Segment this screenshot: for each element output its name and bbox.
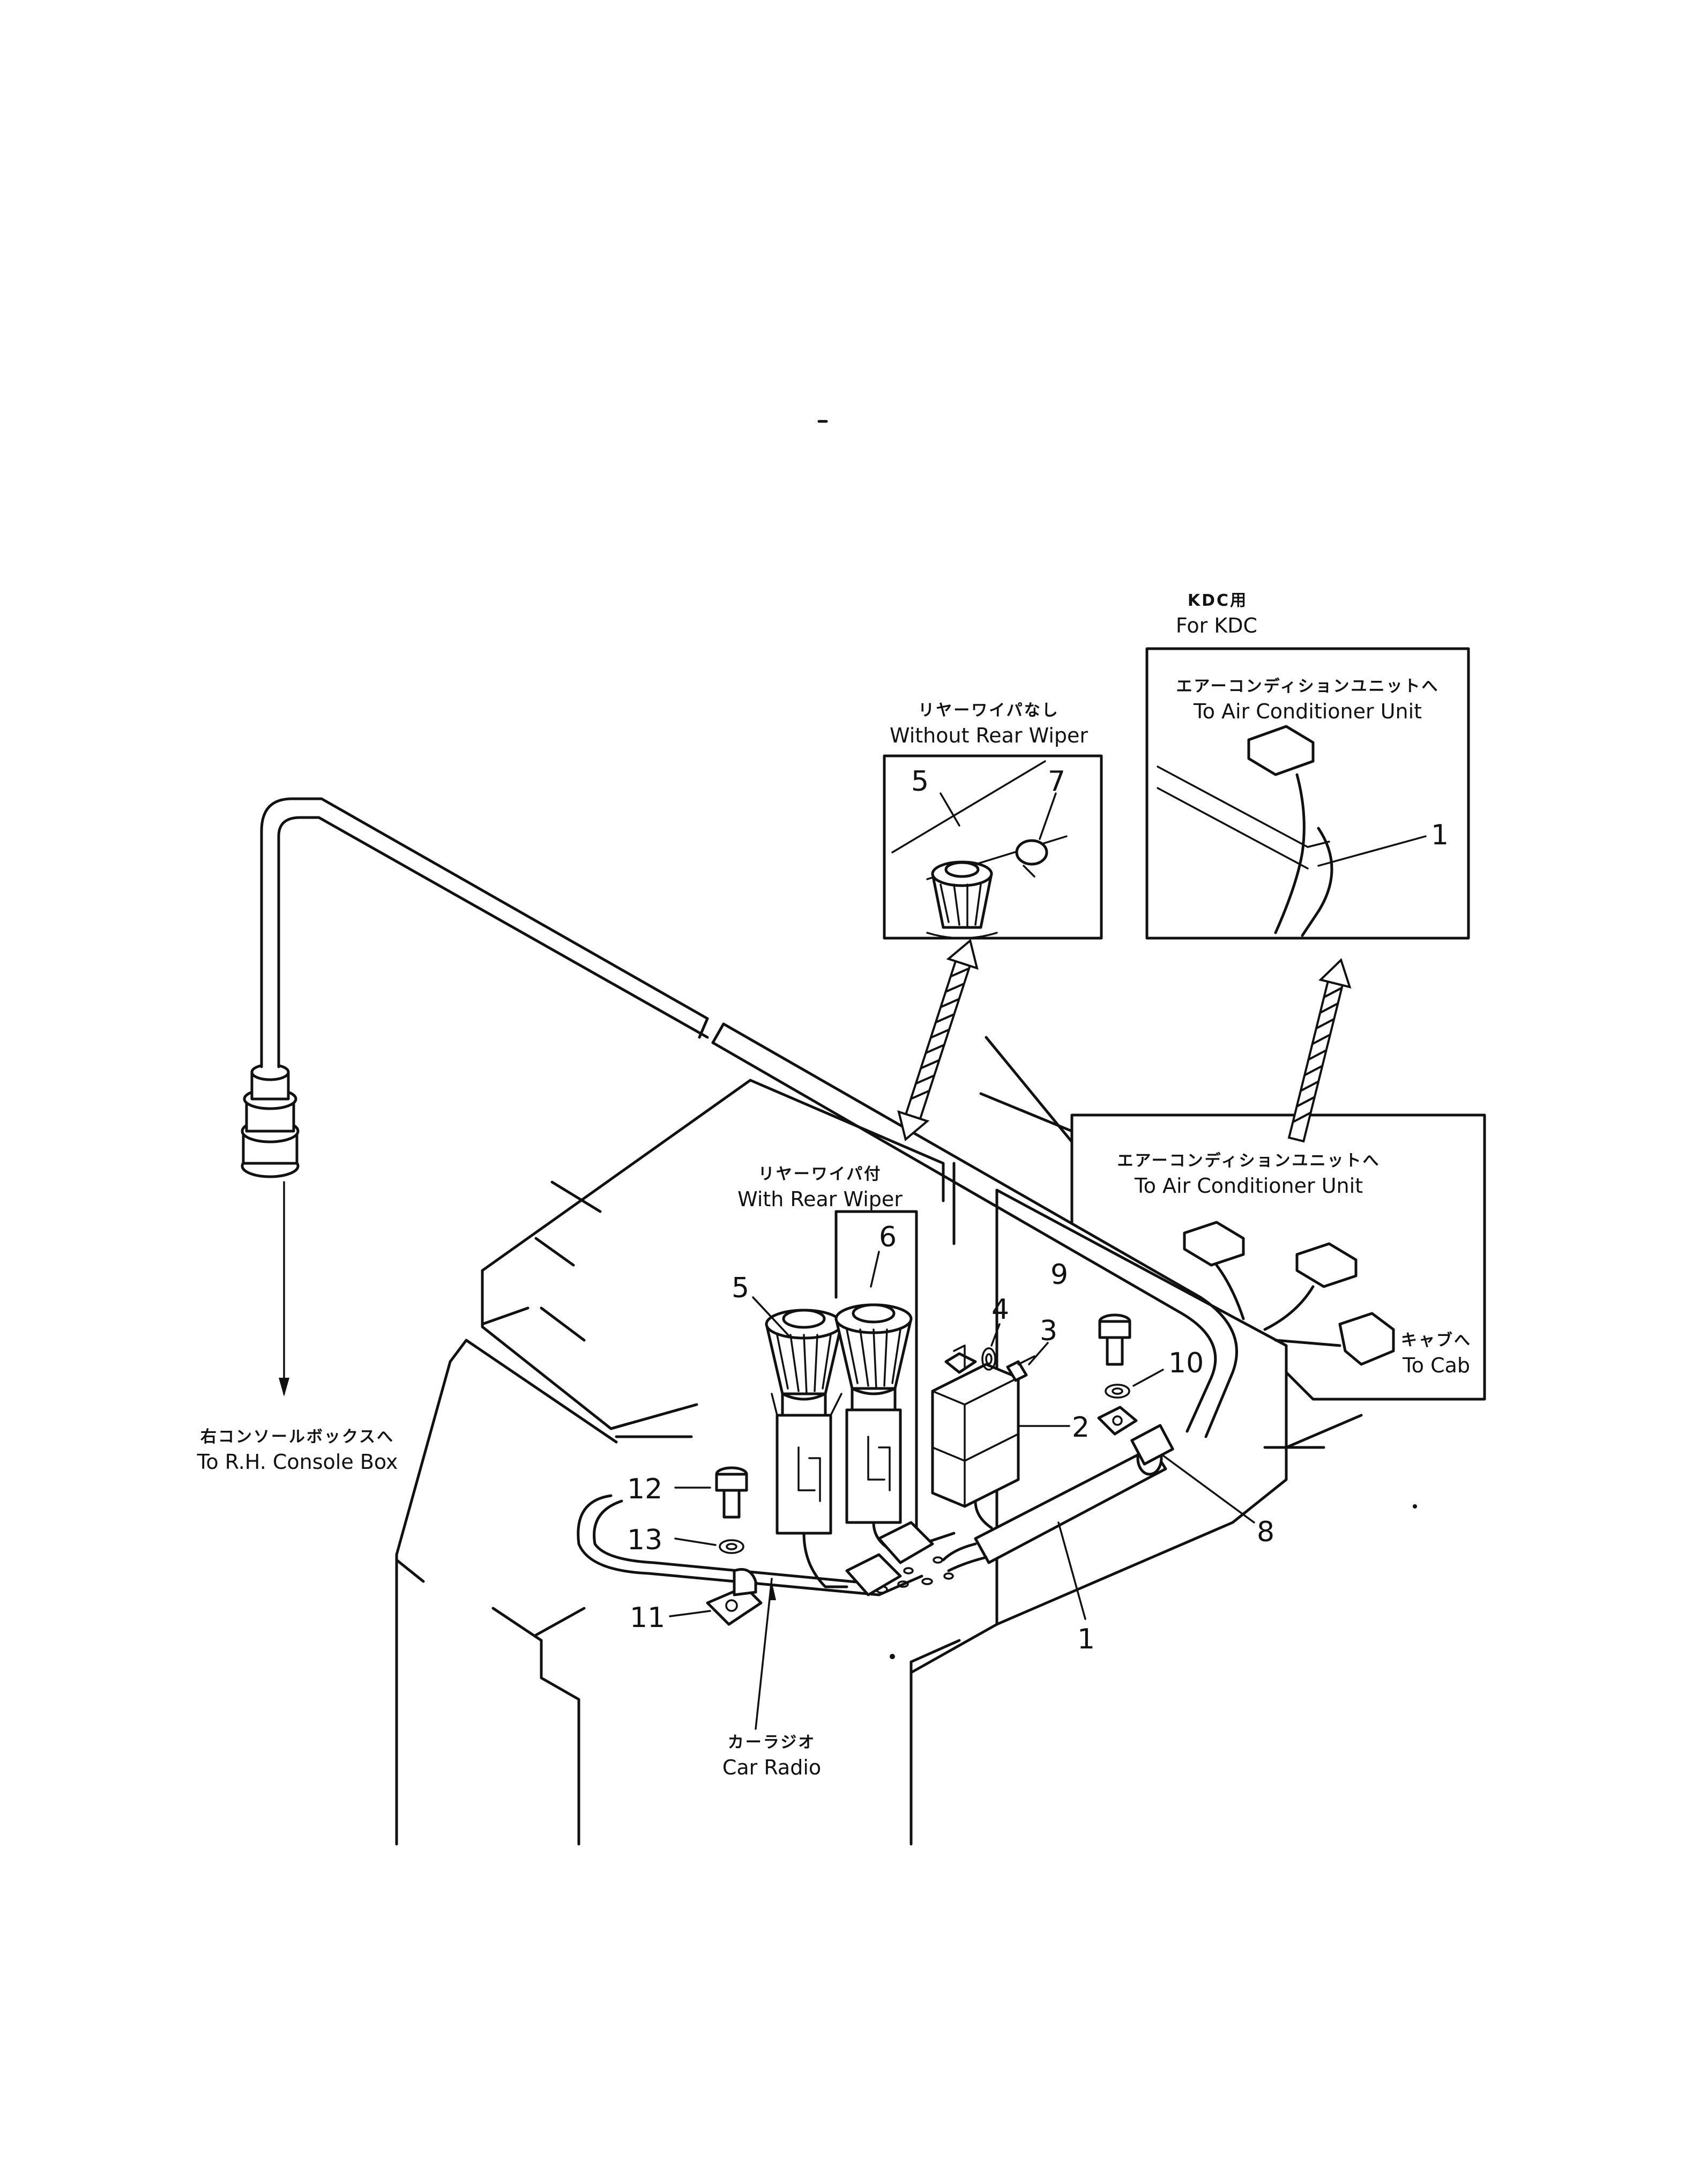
washer-10 [1105, 1384, 1130, 1399]
car-radio-jp: カーラジオ [728, 1733, 816, 1752]
car-radio-en: Car Radio [722, 1756, 821, 1779]
clamp-11 [706, 1568, 763, 1626]
main-cable [260, 797, 1238, 1438]
without-rear-wiper-en: Without Rear Wiper [890, 724, 1088, 747]
switch-connectors [845, 1521, 934, 1596]
kdc-label-en: For KDC [1176, 614, 1257, 637]
ac-leader [985, 1036, 1073, 1143]
callout-5-inset: 5 [911, 766, 929, 798]
callout-3: 3 [1040, 1315, 1057, 1347]
callout-9: 9 [1050, 1259, 1068, 1291]
ac-frame-main [1070, 1113, 1486, 1401]
to-cab-jp: キャブへ [1401, 1331, 1472, 1350]
relay-2 [931, 1344, 1020, 1529]
callout-1-main: 1 [1077, 1623, 1095, 1655]
kdc-ac-label-en: To Air Conditioner Unit [1193, 700, 1422, 723]
washer-13 [719, 1539, 744, 1554]
junction-holes [875, 1556, 954, 1659]
with-rear-wiper-frame [834, 1210, 918, 1546]
callout-13: 13 [627, 1524, 662, 1556]
callout-10: 10 [1168, 1347, 1204, 1379]
callout-2: 2 [1072, 1412, 1090, 1444]
console-body [395, 1079, 1363, 1846]
to-console-en: To R.H. Console Box [197, 1450, 398, 1474]
leader-lines [669, 792, 1427, 1730]
double-arrow-right [1287, 958, 1352, 1143]
with-rear-wiper-en: With Rear Wiper [737, 1187, 903, 1211]
inset-without-rear-wiper [883, 754, 1103, 940]
bolt-12 [715, 1466, 748, 1519]
ac-connectors [1183, 1221, 1395, 1366]
labels: KDC用 For KDC エアーコンディションユニットへ To Air Cond… [197, 591, 1472, 1779]
speck [1413, 1504, 1417, 1509]
kdc-ac-label-jp: エアーコンディションユニットへ [1176, 677, 1439, 696]
kdc-label-jp: KDC用 [1188, 591, 1248, 610]
car-radio-wire [577, 1494, 923, 1596]
callout-4: 4 [991, 1294, 1009, 1326]
bolt-9 [1098, 1313, 1131, 1366]
screw-3 [1006, 1355, 1035, 1382]
ac-label-jp: エアーコンディションユニットへ [1117, 1152, 1380, 1170]
harness-1 [920, 1424, 1174, 1572]
clamp-8 [1097, 1406, 1138, 1436]
callout-11: 11 [630, 1602, 665, 1634]
callout-6: 6 [879, 1221, 897, 1253]
switch-6 [834, 1303, 923, 1556]
with-rear-wiper-jp: リヤーワイパ付 [758, 1165, 882, 1184]
inset-for-kdc [1145, 647, 1470, 940]
arrow-to-console [279, 1181, 289, 1396]
callout-7: 7 [1048, 766, 1065, 798]
callout-12: 12 [627, 1473, 662, 1505]
switch-5-main [765, 1309, 848, 1588]
without-rear-wiper-jp: リヤーワイパなし [918, 701, 1059, 720]
callout-5: 5 [732, 1272, 749, 1304]
double-arrow-left [897, 938, 979, 1142]
callouts: 5 7 1 5 6 4 3 9 2 10 8 1 12 13 11 [627, 766, 1449, 1655]
callout-1-kdc: 1 [1431, 819, 1449, 851]
to-cab-en: To Cab [1402, 1354, 1470, 1377]
callout-8: 8 [1257, 1516, 1274, 1548]
washer-4 [981, 1347, 996, 1371]
ac-label-en: To Air Conditioner Unit [1134, 1174, 1363, 1198]
to-console-jp: 右コンソールボックスへ [200, 1428, 394, 1446]
grommet [241, 990, 300, 1178]
